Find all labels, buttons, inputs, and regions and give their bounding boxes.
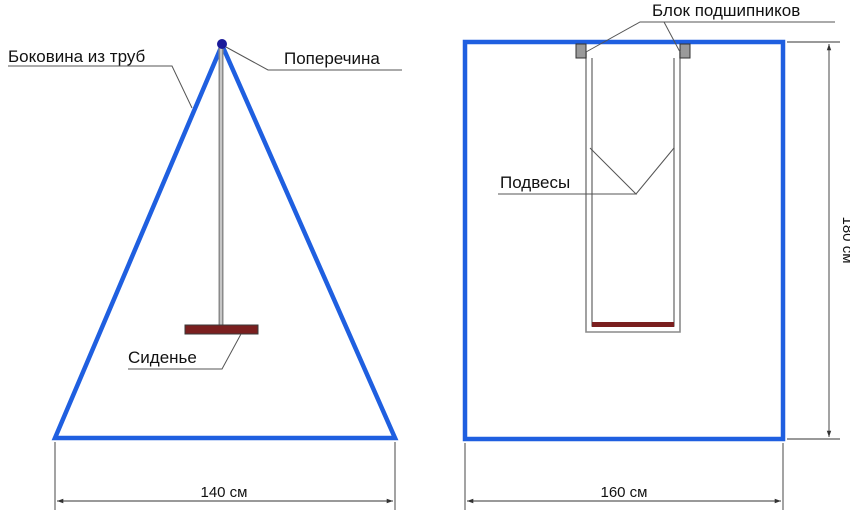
side-view: Боковина из труб Поперечина Сиденье 140 … [8,39,402,510]
seat-leader [128,333,242,370]
front-width-dimension-label: 160 см [600,484,647,501]
crossbar-label: Поперечина [284,49,380,68]
side-frame-leader [8,65,193,109]
side-frame-label: Боковина из труб [8,47,146,66]
crossbar-node [217,39,227,49]
side-frame-triangle [51,39,399,441]
seat-label: Сиденье [128,348,197,367]
front-seat [592,322,674,327]
front-height-dimension-label: 180 см [839,216,850,263]
side-width-dimension-label: 140 см [200,484,247,501]
front-hanger-loop-outer [585,52,681,333]
front-hanger-loop-inner [591,58,675,327]
bearing-block-left [575,43,587,59]
bearing-block-right [679,43,691,59]
side-seat [184,324,259,335]
front-frame-rect [462,39,786,442]
bearing-leader-right [663,21,835,53]
front-view: Блок подшипников Подвесы 160 см 180 см [462,1,850,510]
bearing-leader-left [585,21,664,53]
bearing-block-label: Блок подшипников [652,1,800,20]
crossbar-leader [225,46,402,71]
hangers-label: Подвесы [500,173,570,192]
